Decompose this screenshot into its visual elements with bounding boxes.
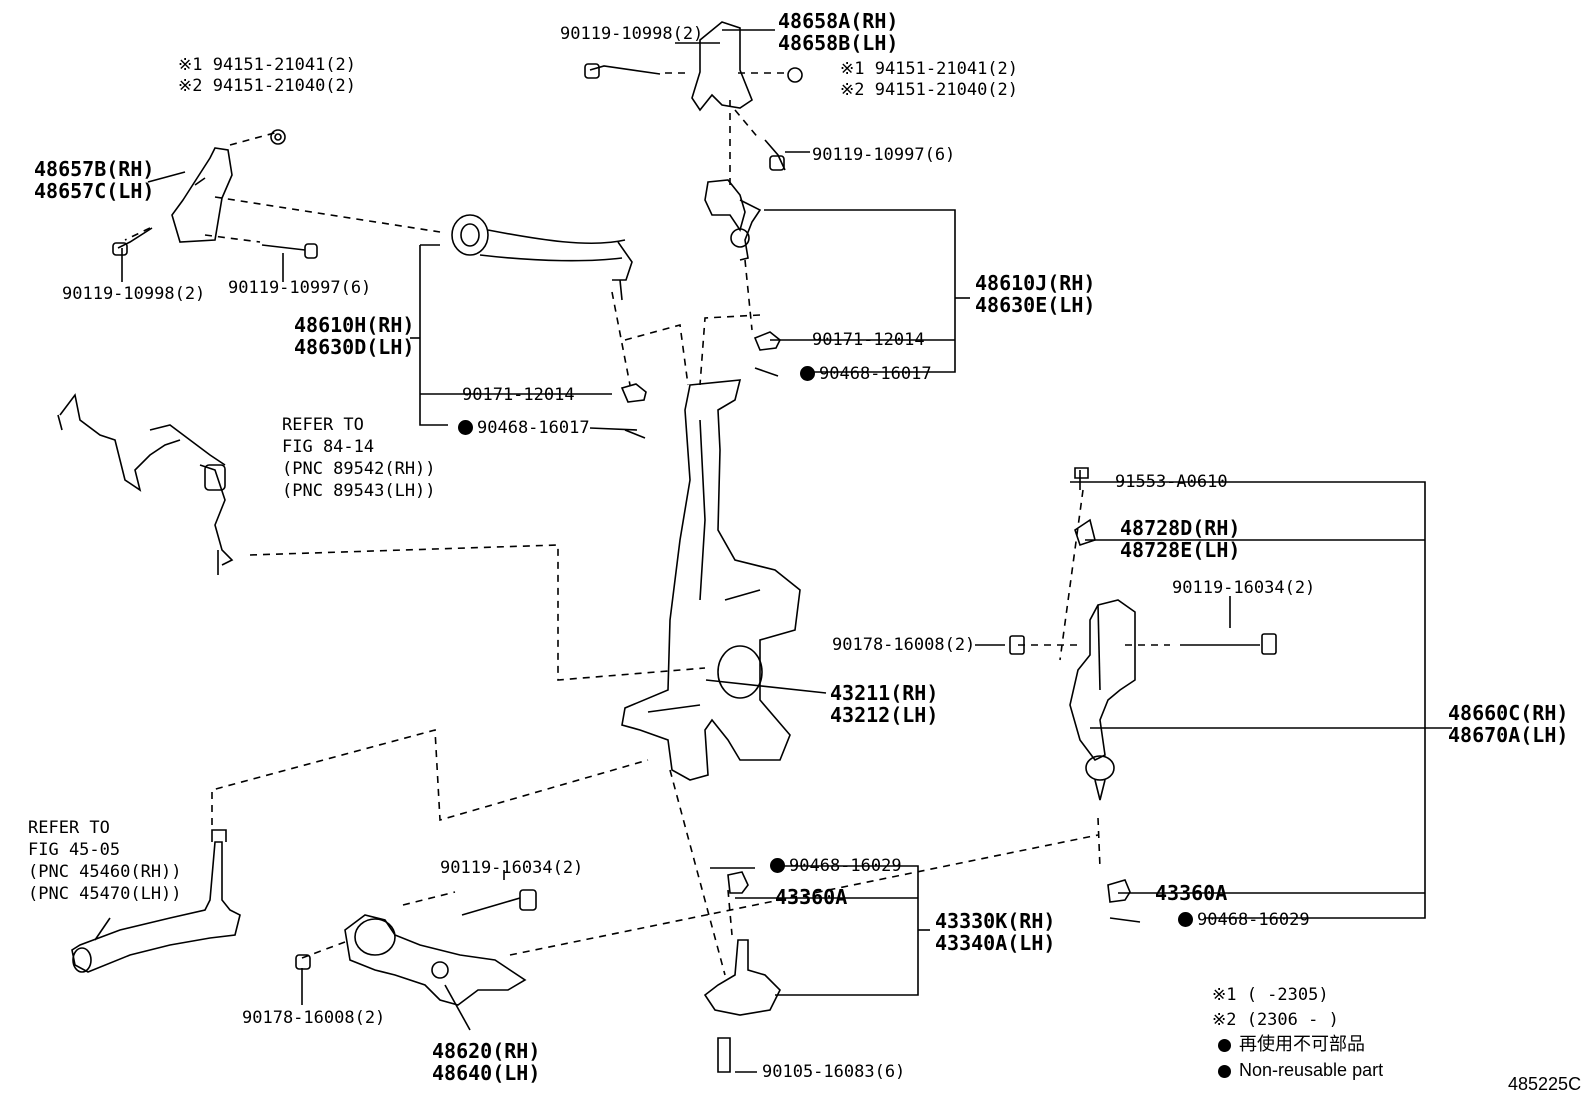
label-48660C: 48660C(RH)	[1448, 701, 1569, 725]
refer-tie-2: FIG 45-05	[28, 840, 121, 860]
label-48728D: 48728D(RH)	[1120, 516, 1241, 540]
legend-text: 再使用不可部品	[1239, 1034, 1365, 1054]
label-90171-12014-right: 90171-12014	[812, 330, 925, 350]
label-48670A: 48670A(LH)	[1448, 723, 1569, 747]
castle-nuts-top	[620, 331, 782, 439]
non-reusable-dot	[1218, 1039, 1231, 1052]
label-90178-16008-bottom: 90178-16008(2)	[242, 1008, 386, 1028]
tie-rod-end	[71, 829, 241, 973]
label-94151-21040-left: ※2 94151-21040(2)	[178, 76, 357, 96]
refer-sensor-4: (PNC 89543(LH))	[282, 481, 436, 501]
ball-joint-43330	[703, 867, 781, 1073]
label-43360A-mid: 43360A	[775, 885, 848, 909]
label-94151-21040-top: ※2 94151-21040(2)	[840, 80, 1019, 100]
label-48728E: 48728E(LH)	[1120, 538, 1241, 562]
label-90119-10998-left: 90119-10998(2)	[62, 284, 206, 304]
abs-sensor-harness	[57, 393, 234, 575]
label-43340A: 43340A(LH)	[935, 931, 1056, 955]
label-48640: 48640(LH)	[432, 1061, 541, 1085]
non-reusable-dot	[1178, 912, 1193, 927]
label-text: 90468-16029	[1197, 910, 1310, 930]
bracket-48657	[112, 129, 318, 259]
label-90171-12014-left: 90171-12014	[462, 385, 575, 405]
label-48620: 48620(RH)	[432, 1039, 541, 1063]
label-90119-10998-top: 90119-10998(2)	[560, 24, 704, 44]
label-48630E: 48630E(LH)	[975, 293, 1096, 317]
legend-non-reusable-jp: 再使用不可部品	[1218, 1034, 1365, 1054]
bracket-48658	[584, 21, 803, 171]
label-43330K: 43330K(RH)	[935, 909, 1056, 933]
label-48630D: 48630D(LH)	[294, 335, 415, 359]
label-48610J: 48610J(RH)	[975, 271, 1096, 295]
label-94151-21041-left: ※1 94151-21041(2)	[178, 55, 357, 75]
label-90178-16008-right: 90178-16008(2)	[832, 635, 976, 655]
upper-arm-48610H	[451, 214, 633, 301]
upper-arm-48610J	[704, 179, 762, 261]
label-90119-10997-left: 90119-10997(6)	[228, 278, 372, 298]
legend-note-1: ※1 ( -2305)	[1212, 985, 1329, 1005]
steering-knuckle-43211	[621, 379, 801, 781]
label-90105-16083: 90105-16083(6)	[762, 1062, 906, 1082]
label-43212: 43212(LH)	[830, 703, 939, 727]
label-90468-16017-left: 90468-16017	[458, 418, 590, 438]
label-48657B: 48657B(RH)	[34, 157, 155, 181]
label-43211: 43211(RH)	[830, 681, 939, 705]
non-reusable-dot	[770, 858, 785, 873]
dashed-assembly-lines	[124, 72, 1170, 976]
refer-tie-1: REFER TO	[28, 818, 110, 838]
figure-code: 485225C	[1508, 1074, 1582, 1094]
label-48657C: 48657C(LH)	[34, 179, 155, 203]
legend-text: Non-reusable part	[1239, 1060, 1384, 1080]
label-48658B: 48658B(LH)	[778, 31, 899, 55]
refer-tie-3: (PNC 45460(RH))	[28, 862, 182, 882]
refer-tie-4: (PNC 45470(LH))	[28, 884, 182, 904]
label-text: 90468-16017	[819, 364, 932, 384]
legend-non-reusable-en: Non-reusable part	[1218, 1060, 1383, 1080]
label-94151-21041-top: ※1 94151-21041(2)	[840, 59, 1019, 79]
label-90468-16029-mid: 90468-16029	[770, 856, 902, 876]
non-reusable-dot	[458, 420, 473, 435]
label-48658A: 48658A(RH)	[778, 9, 899, 33]
leader-lines	[94, 29, 1452, 1073]
refer-sensor-2: FIG 84-14	[282, 437, 375, 457]
lower-arm-48660	[1009, 467, 1277, 923]
refer-sensor-3: (PNC 89542(RH))	[282, 459, 436, 479]
label-91553-A0610: 91553-A0610	[1115, 472, 1228, 492]
label-90119-10997-top: 90119-10997(6)	[812, 145, 956, 165]
label-text: 90468-16029	[789, 856, 902, 876]
label-90468-16017-right: 90468-16017	[800, 364, 932, 384]
label-90119-16034-right: 90119-16034(2)	[1172, 578, 1316, 598]
refer-sensor-1: REFER TO	[282, 415, 364, 435]
lower-arm-48620	[295, 889, 537, 1006]
label-48610H: 48610H(RH)	[294, 313, 415, 337]
non-reusable-dot	[1218, 1065, 1231, 1078]
label-90468-16029-right: 90468-16029	[1178, 910, 1310, 930]
label-text: 90468-16017	[477, 418, 590, 438]
legend-note-2: ※2 (2306 - )	[1212, 1010, 1339, 1030]
label-43360A-right: 43360A	[1155, 881, 1228, 905]
non-reusable-dot	[800, 366, 815, 381]
label-90119-16034-bottom: 90119-16034(2)	[440, 858, 584, 878]
